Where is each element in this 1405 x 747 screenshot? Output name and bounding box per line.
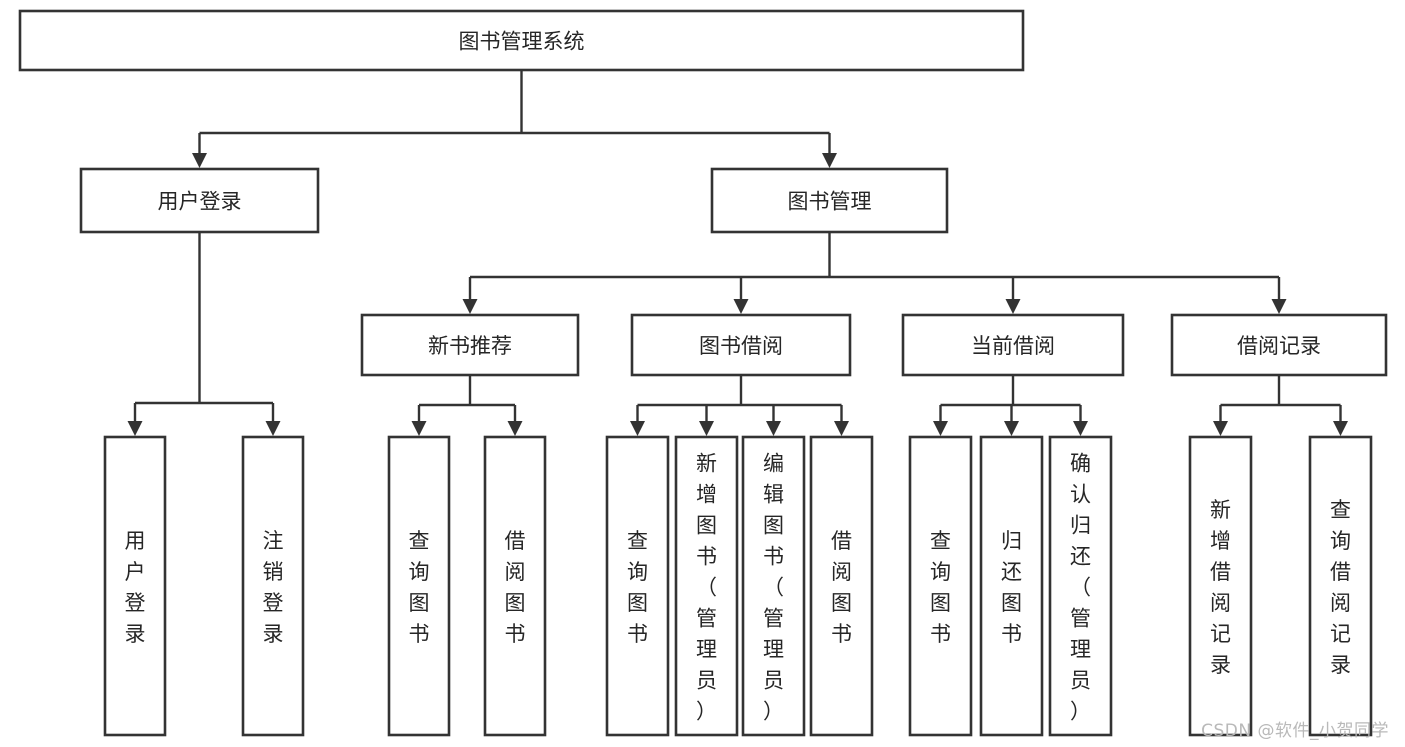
node-box[interactable] (605, 435, 670, 737)
node-box[interactable] (630, 313, 852, 377)
node-box[interactable] (387, 435, 451, 737)
node-label: 新书推荐 (428, 334, 512, 358)
node-box[interactable] (103, 435, 167, 737)
node-leaf-add-record[interactable]: 新增借阅记录 (1188, 435, 1253, 737)
arrow-head-icon (411, 421, 427, 436)
node-leaf-return-book[interactable]: 归还图书 (979, 435, 1044, 737)
node-leaf-query-book-3[interactable]: 查询图书 (908, 435, 973, 737)
node-label: 编辑图书（管理员） (763, 452, 784, 724)
arrow-head-icon (1073, 421, 1088, 436)
node-label: 借阅记录 (1237, 334, 1321, 358)
node-label: 新增图书（管理员） (696, 452, 717, 724)
node-label: 确认归还（管理员） (1070, 452, 1091, 724)
arrow-head-icon (265, 421, 281, 436)
node-box[interactable] (979, 435, 1044, 737)
node-book-manage[interactable]: 图书管理 (710, 167, 949, 234)
node-label: 图书管理 (788, 190, 872, 214)
node-root[interactable]: 图书管理系统 (18, 9, 1025, 72)
node-leaf-borrow-book-2[interactable]: 借阅图书 (809, 435, 874, 737)
node-leaf-query-record[interactable]: 查询借阅记录 (1308, 435, 1373, 737)
node-box[interactable] (18, 9, 1025, 72)
node-label: 图书管理系统 (459, 30, 585, 54)
arrow-head-icon (822, 153, 837, 168)
node-label: 用户登录 (125, 529, 146, 646)
node-leaf-confirm-return[interactable]: 确认归还（管理员） (1048, 435, 1113, 737)
node-box[interactable] (360, 313, 580, 377)
node-label: 借阅图书 (831, 529, 852, 646)
arrow-head-icon (733, 299, 749, 314)
node-current-borrow[interactable]: 当前借阅 (901, 313, 1125, 377)
arrow-head-icon (766, 421, 781, 436)
node-box[interactable] (1048, 435, 1113, 737)
node-box[interactable] (1188, 435, 1253, 737)
arrow-head-icon (192, 153, 207, 168)
node-box[interactable] (1308, 435, 1373, 737)
node-box[interactable] (79, 167, 320, 234)
node-box[interactable] (674, 435, 739, 737)
arrow-head-icon (1271, 299, 1287, 314)
arrow-head-icon (630, 421, 645, 436)
node-label: 归还图书 (1001, 529, 1022, 646)
node-label: 用户登录 (158, 190, 242, 214)
node-box[interactable] (710, 167, 949, 234)
node-leaf-query-book-1[interactable]: 查询图书 (387, 435, 451, 737)
node-book-borrow[interactable]: 图书借阅 (630, 313, 852, 377)
node-new-book-rec[interactable]: 新书推荐 (360, 313, 580, 377)
node-box[interactable] (901, 313, 1125, 377)
node-box[interactable] (741, 435, 806, 737)
node-borrow-record[interactable]: 借阅记录 (1170, 313, 1388, 377)
node-box[interactable] (809, 435, 874, 737)
node-label: 新增借阅记录 (1210, 498, 1231, 677)
arrow-head-icon (1333, 421, 1348, 436)
node-leaf-borrow-book-1[interactable]: 借阅图书 (483, 435, 547, 737)
node-label: 查询借阅记录 (1330, 498, 1351, 677)
node-box[interactable] (241, 435, 305, 737)
node-layer: 图书管理系统用户登录图书管理新书推荐图书借阅当前借阅借阅记录用户登录注销登录查询… (18, 9, 1388, 737)
node-box[interactable] (1170, 313, 1388, 377)
connector-layer (127, 70, 1348, 436)
node-label: 借阅图书 (505, 529, 526, 646)
node-label: 查询图书 (409, 529, 430, 646)
node-box[interactable] (483, 435, 547, 737)
node-box[interactable] (908, 435, 973, 737)
node-label: 当前借阅 (971, 334, 1055, 358)
arrow-head-icon (507, 421, 523, 436)
node-label: 查询图书 (627, 529, 648, 646)
arrow-head-icon (834, 421, 849, 436)
node-leaf-user-login[interactable]: 用户登录 (103, 435, 167, 737)
arrow-head-icon (462, 299, 478, 314)
node-label: 查询图书 (930, 529, 951, 646)
node-leaf-add-book[interactable]: 新增图书（管理员） (674, 435, 739, 737)
node-user-login[interactable]: 用户登录 (79, 167, 320, 234)
node-leaf-logout[interactable]: 注销登录 (241, 435, 305, 737)
node-leaf-query-book-2[interactable]: 查询图书 (605, 435, 670, 737)
arrow-head-icon (933, 421, 948, 436)
node-label: 图书借阅 (699, 334, 783, 358)
arrow-head-icon (1004, 421, 1019, 436)
node-leaf-edit-book[interactable]: 编辑图书（管理员） (741, 435, 806, 737)
arrow-head-icon (1213, 421, 1228, 436)
arrow-head-icon (1005, 299, 1021, 314)
arrow-head-icon (699, 421, 714, 436)
arrow-head-icon (127, 421, 143, 436)
node-label: 注销登录 (263, 529, 284, 646)
